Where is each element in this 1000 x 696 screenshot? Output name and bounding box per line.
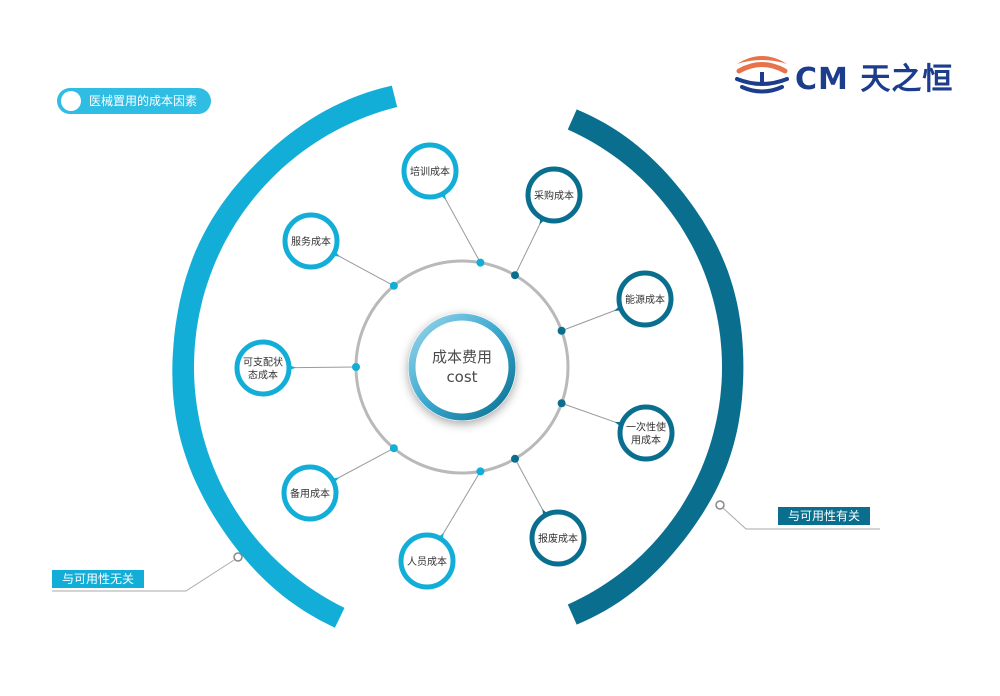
node-label-spare: 备用成本 (290, 487, 330, 500)
ring-dot-disposable (557, 399, 566, 408)
node-circle-energy (616, 270, 674, 328)
logo-mark-icon (735, 56, 789, 94)
node-circle-staff (398, 532, 456, 590)
node-spare: 备用成本 (281, 464, 340, 522)
center-shadow-circle (408, 313, 516, 421)
ring-dot-service (389, 281, 398, 290)
node-label-config: 态成本 (248, 369, 278, 382)
node-label-training: 培训成本 (410, 165, 450, 178)
left-tag-leader (52, 559, 235, 592)
node-label-staff: 人员成本 (407, 555, 447, 568)
left-outer-arc (172, 85, 398, 628)
ring-dot-spare (389, 444, 398, 453)
node-label-scrap: 报废成本 (538, 532, 578, 545)
center-gradient-ring (408, 313, 516, 421)
node-circle-purchase (525, 166, 583, 224)
node-circle-scrap (529, 509, 587, 567)
node-circle-service (282, 212, 340, 270)
node-circle-training (401, 142, 459, 200)
center-subtitle: cost (446, 368, 477, 386)
node-training: 培训成本 (401, 142, 459, 200)
node-label-service: 服务成本 (291, 235, 331, 248)
right-tag-leader (722, 507, 880, 530)
node-purchase: 采购成本 (525, 166, 583, 225)
logo-text: CM 天之恒 (795, 62, 954, 97)
node-label-config: 可支配状 (243, 356, 283, 369)
ring-dot-training (476, 258, 485, 267)
node-circle-disposable (617, 404, 675, 462)
node-label-energy: 能源成本 (625, 293, 665, 306)
node-circle-spare (281, 464, 339, 522)
tag-availability-unrelated: 与可用性无关 (52, 570, 145, 588)
right-outer-arc (567, 109, 744, 625)
center-node: 成本费用 cost (408, 313, 516, 421)
node-label-disposable: 用成本 (631, 434, 661, 447)
center-title: 成本费用 (432, 348, 492, 366)
tag-leader-lines (52, 500, 880, 592)
ring-dot-energy (557, 326, 566, 335)
tag-availability-related: 与可用性有关 (778, 507, 871, 525)
legend-dot-icon (61, 91, 81, 111)
right-tag-anchor-dot (715, 500, 725, 510)
node-label-purchase: 采购成本 (534, 189, 574, 202)
ring-dot-scrap (511, 454, 519, 463)
ring-dot-staff (476, 467, 485, 476)
node-circle-config (234, 339, 292, 397)
outer-arcs (172, 85, 744, 628)
ring-dot-config (352, 363, 360, 371)
node-scrap: 报废成本 (529, 508, 587, 567)
node-service: 服务成本 (282, 212, 341, 270)
node-energy: 能源成本 (614, 270, 674, 328)
node-label-disposable: 一次性使 (626, 421, 666, 434)
legend-pill: 医械置用的成本因素 (57, 88, 212, 114)
left-tag-anchor-dot (233, 552, 243, 562)
node-staff: 人员成本 (398, 532, 456, 590)
legend-label: 医械置用的成本因素 (89, 94, 198, 108)
ring-dot-purchase (511, 271, 519, 280)
